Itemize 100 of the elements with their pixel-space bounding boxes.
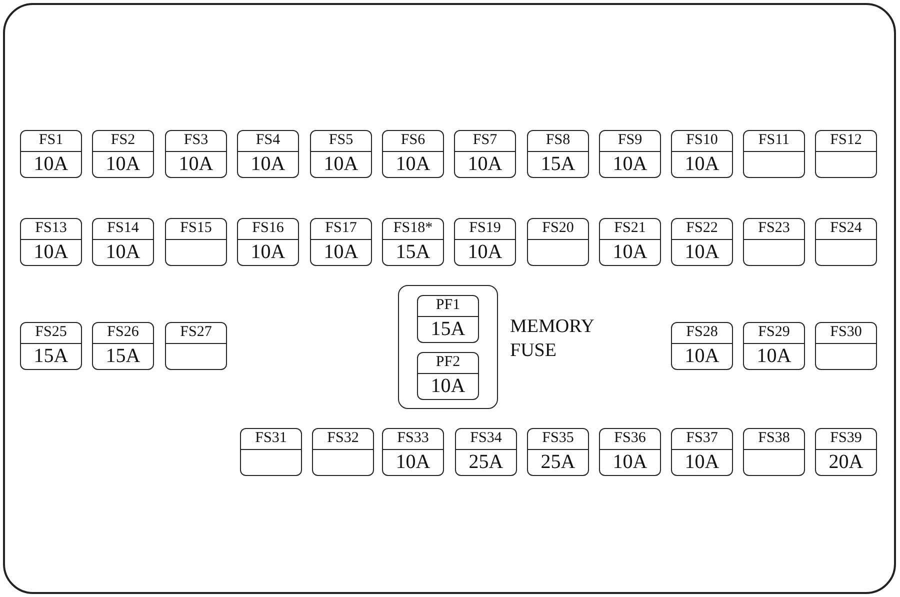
fuse-label: FS12 <box>829 132 863 149</box>
fuse-rating: 10A <box>430 374 466 398</box>
fuse-label: FS29 <box>757 324 791 341</box>
fuse <box>417 295 479 343</box>
fuse-rating: 15A <box>32 344 70 368</box>
fuse-rating: 10A <box>684 240 720 264</box>
fuse <box>417 352 479 400</box>
fuse <box>240 428 302 476</box>
fuse-rating: 15A <box>394 240 432 264</box>
fuse-label: FS38 <box>757 430 791 447</box>
fuse-label: FS14 <box>106 220 140 237</box>
fuse-label: FS16 <box>251 220 285 237</box>
fuse-label: PF1 <box>434 297 462 314</box>
fuse-rating: 10A <box>322 240 360 264</box>
fuse-label: FS26 <box>106 324 140 341</box>
fuse <box>815 218 877 266</box>
fuse-label: FS37 <box>685 430 719 447</box>
fuse-rating: 10A <box>612 450 648 474</box>
fuse <box>671 130 733 178</box>
fuse-label: FS6 <box>400 132 426 149</box>
fuse <box>382 130 444 178</box>
fuse <box>312 428 374 476</box>
fuse <box>599 428 661 476</box>
fuse-rating: 10A <box>394 152 432 176</box>
fuse-rating: 10A <box>178 152 214 176</box>
fuse <box>382 428 444 476</box>
fuse-rating: 10A <box>104 152 142 176</box>
fuse-holder <box>398 285 498 409</box>
fuse-label: FS8 <box>544 132 572 149</box>
fuse-rating: 10A <box>684 152 720 176</box>
fuse-rating: 25A <box>540 450 576 474</box>
fuse <box>165 218 227 266</box>
fuse-label: FS5 <box>328 132 354 149</box>
fuse-label: FS23 <box>757 220 791 237</box>
fuse <box>92 322 154 370</box>
fuse-rating: 15A <box>104 344 142 368</box>
fuse <box>237 130 299 178</box>
fuse <box>20 218 82 266</box>
fuse <box>743 322 805 370</box>
fuse-rating: 10A <box>104 240 142 264</box>
fuse-label: FS4 <box>254 132 282 149</box>
fuse-label: FS9 <box>616 132 644 149</box>
fuse-label: FS31 <box>254 430 288 447</box>
fuse <box>743 130 805 178</box>
fuse <box>527 428 589 476</box>
fuse-label: FS21 <box>613 220 647 237</box>
fuse-label: FS25 <box>34 324 68 341</box>
fuse <box>92 130 154 178</box>
fuse-rating: 10A <box>250 152 286 176</box>
fuse <box>20 130 82 178</box>
fuse-label: FS39 <box>829 430 863 447</box>
fuse-caption: MEMORY FUSE <box>510 315 595 363</box>
fuse <box>815 428 877 476</box>
fuse <box>599 218 661 266</box>
fuse-label: FS27 <box>179 324 213 341</box>
fuse-rating: 10A <box>466 240 504 264</box>
fuse-rating: 10A <box>612 240 648 264</box>
fuse-rating: 10A <box>612 152 648 176</box>
fuse <box>454 130 516 178</box>
fuse-label: FS24 <box>829 220 863 237</box>
fuse-rating: 20A <box>828 450 864 474</box>
fuse-label: FS33 <box>396 430 430 447</box>
fuse-label: FS18* <box>392 220 434 237</box>
fuse <box>671 428 733 476</box>
fuse-rating: 10A <box>466 152 504 176</box>
fuse-rating: 10A <box>684 344 720 368</box>
fuse <box>743 428 805 476</box>
fuse <box>815 130 877 178</box>
fuse-rating: 10A <box>756 344 792 368</box>
fuse-label: FS7 <box>472 132 498 149</box>
fuse <box>165 130 227 178</box>
fuse <box>310 130 372 178</box>
fuse <box>310 218 372 266</box>
fuse-label: FS20 <box>541 220 575 237</box>
fuse-label: FS30 <box>829 324 863 341</box>
fuse-label: FS17 <box>324 220 358 237</box>
fuse <box>382 218 444 266</box>
fuse-label: FS2 <box>110 132 136 149</box>
fuse-rating: 10A <box>684 450 720 474</box>
fuse-label: FS32 <box>326 430 360 447</box>
fuse <box>92 218 154 266</box>
fuse-label: FS19 <box>468 220 502 237</box>
fuse-label: FS22 <box>685 220 719 237</box>
fuse-rating: 25A <box>468 450 504 474</box>
fuse-rating: 10A <box>394 450 432 474</box>
fuse-label: FS34 <box>469 430 503 447</box>
fuse-rating: 10A <box>32 240 70 264</box>
fuse-rating: 15A <box>430 317 466 341</box>
fuse <box>743 218 805 266</box>
fuse <box>671 218 733 266</box>
fuse-label: FS13 <box>34 220 68 237</box>
fuse-rating: 10A <box>322 152 360 176</box>
fuse-rating: 10A <box>250 240 286 264</box>
fuse-label: FS35 <box>541 430 575 447</box>
fuse-label: FS11 <box>757 132 791 149</box>
fuse-label: PF2 <box>434 354 462 371</box>
fuse-label: FS10 <box>685 132 719 149</box>
fuse <box>671 322 733 370</box>
fuse <box>237 218 299 266</box>
fuse <box>165 322 227 370</box>
